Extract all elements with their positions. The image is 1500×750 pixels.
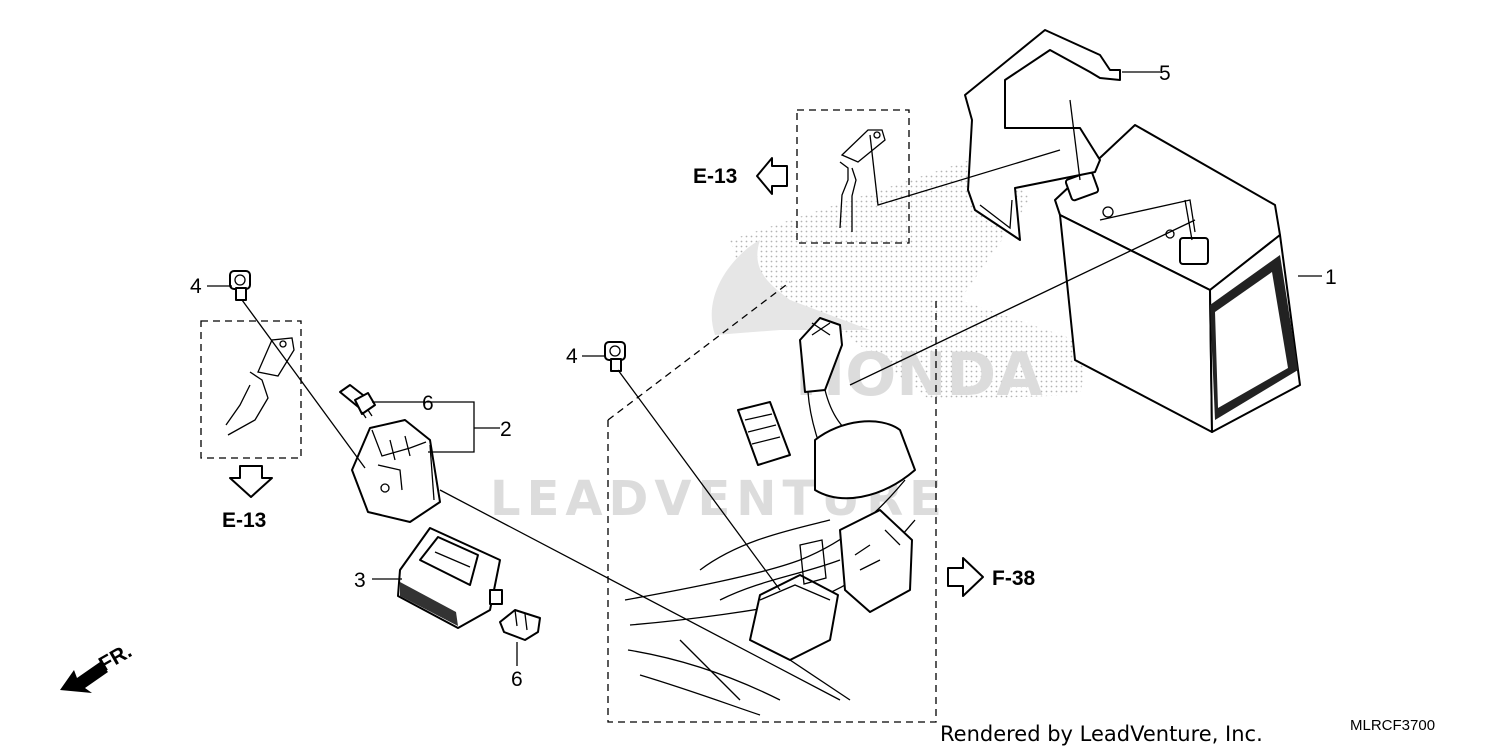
hollow-arrow-icon — [756, 157, 788, 195]
ref-top-label: E-13 — [693, 165, 737, 188]
ref-left-label: E-13 — [222, 509, 266, 532]
harness-detail — [607, 281, 937, 723]
callout-fuse-box: 3 — [354, 569, 366, 592]
callout-fuse-upper: 6 — [422, 392, 434, 415]
battery — [1054, 124, 1301, 433]
detail-box-top — [796, 109, 1061, 244]
diagram-code: MLRCF3700 — [1350, 717, 1435, 734]
fuse-upper — [339, 384, 376, 419]
callout-battery-band: 5 — [1159, 62, 1171, 85]
ref-right-f38[interactable]: F-38 — [947, 557, 1036, 597]
front-direction-arrow-icon — [60, 662, 108, 693]
honda-wing-logo — [711, 240, 870, 335]
front-direction: FR. — [60, 639, 136, 693]
fuse-box — [397, 527, 503, 629]
bolt-left — [229, 270, 251, 301]
callout-bolt-left: 4 — [190, 275, 202, 298]
footer-credit: Rendered by LeadVenture, Inc. — [940, 722, 1263, 746]
callout-bolt-center: 4 — [566, 345, 578, 368]
ref-top-e13[interactable]: E-13 — [693, 157, 788, 195]
callout-relay-assembly: 2 — [500, 418, 512, 441]
detail-box-left — [200, 320, 302, 459]
callout-battery: 1 — [1325, 266, 1337, 289]
hollow-arrow-icon — [229, 465, 273, 498]
ref-right-label: F-38 — [992, 567, 1036, 590]
leader-lines — [207, 71, 1322, 701]
relay-assembly — [351, 419, 441, 523]
callout-fuse-lower: 6 — [511, 668, 523, 691]
hollow-arrow-icon — [947, 557, 984, 597]
battery-band — [964, 29, 1121, 241]
bolt-center — [604, 341, 626, 372]
ref-left-e13[interactable]: E-13 — [222, 465, 273, 532]
fuse-lower — [499, 609, 541, 641]
